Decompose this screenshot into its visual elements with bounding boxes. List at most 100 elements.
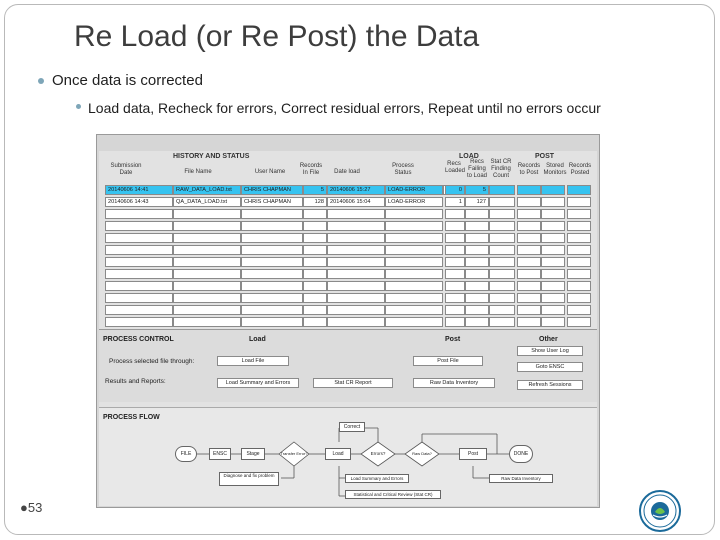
empty-cell[interactable]	[489, 245, 515, 255]
col-records-posted[interactable]: Records Posted	[568, 163, 592, 176]
empty-table-row[interactable]	[105, 245, 591, 255]
empty-cell[interactable]	[445, 209, 465, 219]
empty-cell[interactable]	[241, 281, 303, 291]
empty-cell[interactable]	[105, 221, 173, 231]
empty-cell[interactable]	[105, 281, 173, 291]
empty-cell[interactable]	[489, 221, 515, 231]
empty-cell[interactable]	[465, 269, 489, 279]
col-date-load[interactable]: Date load	[334, 169, 360, 175]
empty-cell[interactable]	[385, 293, 443, 303]
empty-cell[interactable]	[385, 209, 443, 219]
empty-cell[interactable]	[327, 305, 385, 315]
empty-cell[interactable]	[241, 257, 303, 267]
empty-cell[interactable]	[489, 257, 515, 267]
empty-cell[interactable]	[517, 293, 541, 303]
empty-cell[interactable]	[385, 245, 443, 255]
cell-file[interactable]: QA_DATA_LOAD.txt	[173, 197, 241, 207]
cell-user[interactable]: CHRIS CHAPMAN	[241, 185, 303, 195]
cell-file[interactable]: RAW_DATA_LOAD.txt	[173, 185, 241, 195]
empty-cell[interactable]	[241, 221, 303, 231]
empty-cell[interactable]	[489, 269, 515, 279]
empty-cell[interactable]	[327, 209, 385, 219]
table-row[interactable]: 20140606 14:41 RAW_DATA_LOAD.txt CHRIS C…	[105, 185, 591, 195]
col-process-status[interactable]: Process Status	[392, 163, 414, 176]
empty-cell[interactable]	[303, 233, 327, 243]
empty-cell[interactable]	[385, 269, 443, 279]
raw-data-inventory-button[interactable]: Raw Data Inventory	[413, 378, 495, 388]
empty-cell[interactable]	[517, 233, 541, 243]
empty-cell[interactable]	[385, 281, 443, 291]
empty-cell[interactable]	[517, 269, 541, 279]
empty-cell[interactable]	[465, 293, 489, 303]
goto-ensc-button[interactable]: Goto ENSC	[517, 362, 583, 372]
col-submission-date[interactable]: Submission Date	[110, 163, 142, 176]
empty-cell[interactable]	[303, 245, 327, 255]
empty-cell[interactable]	[303, 269, 327, 279]
empty-cell[interactable]	[241, 209, 303, 219]
cell-failing[interactable]: 127	[465, 197, 489, 207]
empty-cell[interactable]	[541, 269, 565, 279]
empty-cell[interactable]	[303, 293, 327, 303]
empty-cell[interactable]	[517, 281, 541, 291]
empty-cell[interactable]	[105, 209, 173, 219]
cell-stat-cr[interactable]	[489, 185, 515, 195]
empty-cell[interactable]	[465, 305, 489, 315]
empty-cell[interactable]	[241, 269, 303, 279]
empty-cell[interactable]	[327, 281, 385, 291]
cell-status[interactable]: LOAD-ERROR	[385, 197, 443, 207]
empty-table-row[interactable]	[105, 209, 591, 219]
empty-cell[interactable]	[327, 293, 385, 303]
empty-cell[interactable]	[173, 257, 241, 267]
empty-cell[interactable]	[327, 269, 385, 279]
empty-cell[interactable]	[385, 257, 443, 267]
empty-cell[interactable]	[517, 305, 541, 315]
empty-cell[interactable]	[327, 221, 385, 231]
empty-cell[interactable]	[465, 221, 489, 231]
empty-cell[interactable]	[541, 221, 565, 231]
empty-table-row[interactable]	[105, 257, 591, 267]
empty-cell[interactable]	[303, 317, 327, 327]
empty-cell[interactable]	[567, 317, 591, 327]
empty-cell[interactable]	[465, 257, 489, 267]
cell-loaded[interactable]: 1	[445, 197, 465, 207]
cell-posted[interactable]	[567, 197, 591, 207]
empty-cell[interactable]	[105, 305, 173, 315]
empty-cell[interactable]	[241, 245, 303, 255]
cell-loaded[interactable]: 0	[445, 185, 465, 195]
empty-cell[interactable]	[385, 221, 443, 231]
empty-table-row[interactable]	[105, 221, 591, 231]
empty-cell[interactable]	[173, 293, 241, 303]
empty-cell[interactable]	[567, 305, 591, 315]
empty-cell[interactable]	[303, 221, 327, 231]
empty-cell[interactable]	[303, 305, 327, 315]
empty-cell[interactable]	[489, 281, 515, 291]
empty-cell[interactable]	[445, 293, 465, 303]
empty-cell[interactable]	[541, 317, 565, 327]
stat-cr-report-button[interactable]: Stat CR Report	[313, 378, 393, 388]
empty-cell[interactable]	[541, 245, 565, 255]
cell-load-date[interactable]: 20140606 15:04	[327, 197, 385, 207]
empty-cell[interactable]	[445, 221, 465, 231]
cell-stat-cr[interactable]	[489, 197, 515, 207]
empty-cell[interactable]	[567, 281, 591, 291]
empty-cell[interactable]	[445, 245, 465, 255]
col-records-to-post[interactable]: Records to Post	[517, 163, 541, 176]
empty-cell[interactable]	[489, 317, 515, 327]
empty-cell[interactable]	[517, 221, 541, 231]
empty-table-row[interactable]	[105, 293, 591, 303]
col-user-name[interactable]: User Name	[254, 169, 286, 175]
cell-status[interactable]: LOAD-ERROR	[385, 185, 443, 195]
empty-cell[interactable]	[567, 209, 591, 219]
empty-cell[interactable]	[241, 317, 303, 327]
empty-cell[interactable]	[241, 293, 303, 303]
show-user-log-button[interactable]: Show User Log	[517, 346, 583, 356]
empty-cell[interactable]	[327, 257, 385, 267]
empty-cell[interactable]	[445, 233, 465, 243]
empty-cell[interactable]	[445, 317, 465, 327]
col-stat-cr-count[interactable]: Stat CR Finding Count	[490, 159, 512, 179]
empty-cell[interactable]	[517, 257, 541, 267]
empty-table-row[interactable]	[105, 305, 591, 315]
empty-cell[interactable]	[567, 221, 591, 231]
col-recs-failing[interactable]: Recs Failing to Load	[466, 159, 488, 179]
empty-table-row[interactable]	[105, 281, 591, 291]
